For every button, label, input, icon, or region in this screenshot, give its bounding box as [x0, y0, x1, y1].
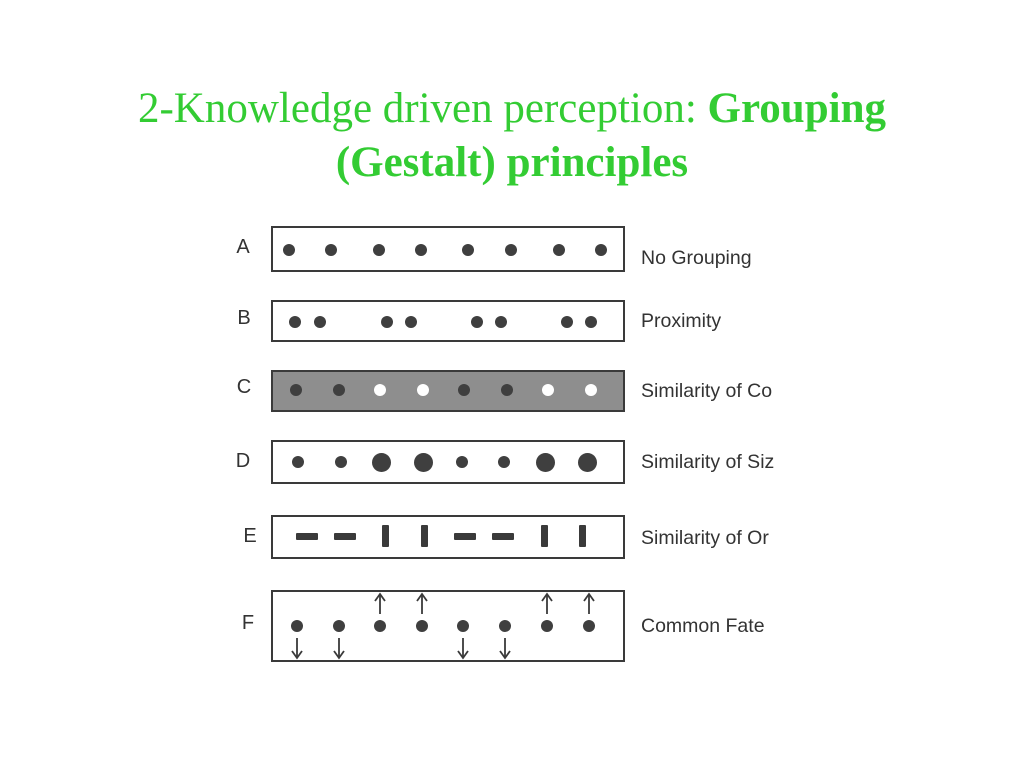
dot — [498, 456, 510, 468]
dot — [333, 620, 345, 632]
row-letter-a: A — [236, 236, 250, 258]
dot — [333, 384, 345, 396]
dot — [471, 316, 483, 328]
row-box-d — [271, 440, 625, 484]
large-dot — [413, 452, 433, 472]
dot — [457, 620, 469, 632]
row-label-c: Similarity of Co — [641, 380, 773, 402]
row-box-f — [271, 590, 625, 662]
dot — [505, 244, 517, 256]
dot — [501, 384, 513, 396]
dot — [495, 316, 507, 328]
arrow-down-icon — [499, 638, 511, 660]
arrow-up-icon — [374, 592, 386, 614]
large-dot — [577, 452, 597, 472]
dot — [458, 384, 470, 396]
title-bold-grouping: Grouping — [707, 85, 886, 132]
row-letter-e: E — [243, 525, 257, 547]
row-label-e: Similarity of Or — [641, 527, 769, 549]
title-bold-gestalt: (Gestalt) principles — [335, 139, 689, 186]
row-box-a — [271, 226, 625, 272]
arrow-down-icon — [291, 638, 303, 660]
row-letter-d: D — [235, 450, 251, 472]
horizontal-bar — [454, 532, 476, 540]
row-label-a: No Grouping — [641, 247, 752, 269]
vertical-bar — [540, 525, 548, 547]
slide-title: 2-Knowledge driven perception: Grouping … — [0, 82, 1024, 190]
vertical-bar — [381, 525, 389, 547]
arrow-up-icon — [416, 592, 428, 614]
horizontal-bar — [296, 532, 318, 540]
dot — [283, 244, 295, 256]
horizontal-bar — [334, 532, 356, 540]
dot — [374, 620, 386, 632]
dot — [561, 316, 573, 328]
arrow-up-icon — [583, 592, 595, 614]
dot — [314, 316, 326, 328]
white-dot — [585, 384, 597, 396]
horizontal-bar — [492, 532, 514, 540]
arrow-down-icon — [333, 638, 345, 660]
title-prefix: 2-Knowledge driven perception: — [137, 85, 708, 132]
arrow-down-icon — [457, 638, 469, 660]
dot — [456, 456, 468, 468]
dot — [595, 244, 607, 256]
white-dot — [542, 384, 554, 396]
dot — [541, 620, 553, 632]
row-letter-f: F — [241, 612, 255, 634]
row-letter-b: B — [237, 307, 251, 329]
dot — [462, 244, 474, 256]
dot — [373, 244, 385, 256]
dot — [289, 316, 301, 328]
arrow-up-icon — [541, 592, 553, 614]
vertical-bar — [578, 525, 586, 547]
row-label-f: Common Fate — [641, 615, 765, 637]
dot — [553, 244, 565, 256]
row-box-e — [271, 515, 625, 559]
dot — [325, 244, 337, 256]
dot — [585, 316, 597, 328]
vertical-bar — [420, 525, 428, 547]
dot — [499, 620, 511, 632]
dot — [292, 456, 304, 468]
large-dot — [535, 452, 555, 472]
row-box-c — [271, 370, 625, 412]
dot — [291, 620, 303, 632]
white-dot — [417, 384, 429, 396]
dot — [290, 384, 302, 396]
dot — [381, 316, 393, 328]
row-label-d: Similarity of Siz — [641, 451, 775, 473]
dot — [405, 316, 417, 328]
large-dot — [371, 452, 391, 472]
dot — [416, 620, 428, 632]
dot — [415, 244, 427, 256]
dot — [583, 620, 595, 632]
row-label-b: Proximity — [641, 310, 722, 332]
white-dot — [374, 384, 386, 396]
row-letter-c: C — [236, 376, 252, 398]
dot — [335, 456, 347, 468]
